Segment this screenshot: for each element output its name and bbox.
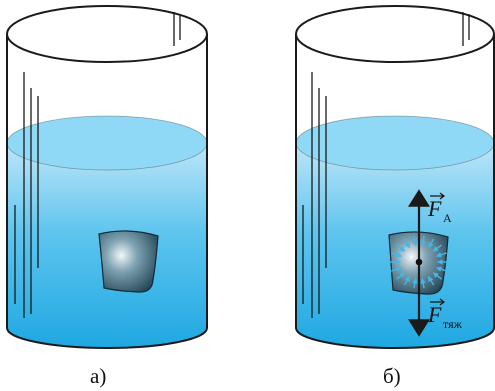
- panel-b-glass-rim: [295, 5, 495, 63]
- pressure-arrow: [412, 277, 418, 289]
- panel-b-glass-bottom: [295, 327, 495, 349]
- pressure-arrow: [395, 244, 406, 252]
- panel-a-glass: [6, 5, 208, 349]
- pressure-arrow: [391, 266, 403, 272]
- gravity-force-subscript: тяж: [443, 317, 463, 331]
- pressure-arrow: [420, 235, 426, 247]
- pressure-arrow: [412, 235, 418, 247]
- pressure-arrow: [403, 238, 411, 249]
- pressure-arrows: [389, 235, 449, 289]
- buoyant-force-label: F А: [427, 192, 452, 225]
- pressure-arrow: [395, 272, 406, 280]
- panel-b-glass-reflections: [302, 12, 470, 318]
- buoyant-force-symbol: F: [427, 196, 442, 221]
- panel-a-glass-reflections: [14, 12, 181, 318]
- panel-b-label: б): [383, 364, 401, 388]
- center-of-mass-dot: [415, 258, 423, 266]
- pressure-arrow: [420, 277, 426, 289]
- panel-b-glass: [295, 5, 495, 349]
- pressure-arrow: [432, 244, 443, 252]
- panel-a-stone: [98, 230, 159, 293]
- panel-a-glass-rim: [6, 5, 208, 63]
- buoyant-force-subscript: А: [443, 211, 452, 225]
- pressure-arrow: [391, 252, 403, 258]
- gravity-force-label: F тяж: [427, 298, 463, 331]
- gravity-force-symbol: F: [427, 302, 442, 327]
- pressure-arrow: [427, 238, 435, 249]
- pressure-arrow: [403, 275, 411, 286]
- panel-a-label: а): [90, 364, 106, 388]
- pressure-arrow: [432, 272, 443, 280]
- pressure-arrow: [435, 252, 447, 258]
- panel-a-water-surface: [6, 115, 208, 171]
- pressure-arrow: [435, 266, 447, 272]
- pressure-arrow: [427, 275, 435, 286]
- panel-a-glass-bottom: [6, 327, 208, 349]
